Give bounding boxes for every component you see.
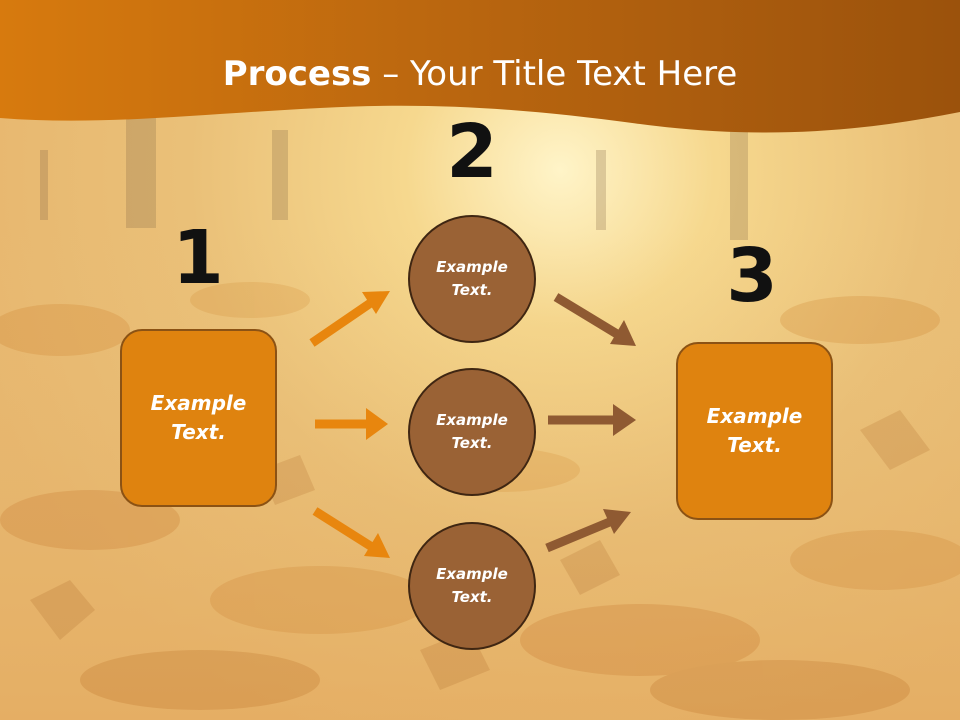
end-box-text: Example Text. xyxy=(706,404,803,457)
arrow-bottom-to-end xyxy=(545,509,631,553)
arrow-middle-to-end xyxy=(548,404,636,436)
step-number-1: 1 xyxy=(172,215,224,301)
title-bold-word: Process xyxy=(222,54,372,94)
arrow-start-to-top xyxy=(309,291,390,347)
end-box: Example Text. xyxy=(676,342,833,520)
bottom-circle-text: Example Text. xyxy=(436,565,508,606)
top-circle-text: Example Text. xyxy=(436,258,508,299)
arrow-top-to-end xyxy=(553,293,636,346)
arrow-start-to-middle xyxy=(315,408,388,440)
top-circle: Example Text. xyxy=(408,215,536,343)
bottom-circle: Example Text. xyxy=(408,522,536,650)
step-number-3: 3 xyxy=(726,233,778,319)
start-box-text: Example Text. xyxy=(150,391,247,444)
step-number-2: 2 xyxy=(446,109,498,195)
arrow-start-to-bottom xyxy=(312,507,390,558)
title-subtitle: – Your Title Text Here xyxy=(371,54,738,94)
middle-circle: Example Text. xyxy=(408,368,536,496)
slide-title: Process – Your Title Text Here xyxy=(0,52,960,96)
start-box: Example Text. xyxy=(120,329,277,507)
middle-circle-text: Example Text. xyxy=(436,411,508,452)
